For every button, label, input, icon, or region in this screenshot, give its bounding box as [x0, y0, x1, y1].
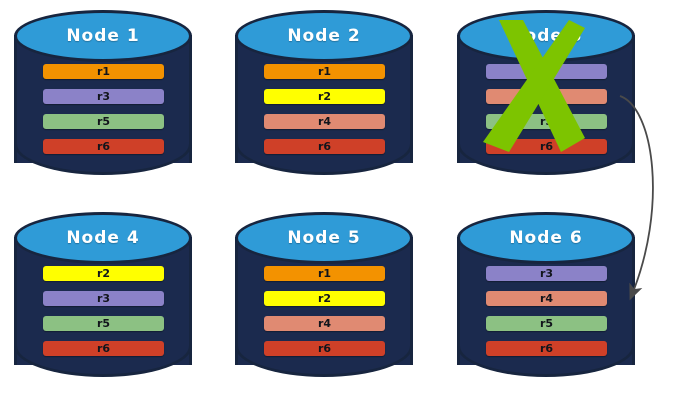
record-bar[interactable]: r4 [264, 316, 385, 331]
record-bar[interactable]: r3 [486, 266, 607, 281]
node-2-records: r1 r2 r4 r6 [235, 60, 413, 178]
record-bar[interactable]: r4 [486, 291, 607, 306]
node-5-title: Node 5 [287, 228, 361, 248]
record-bar[interactable]: r4 [264, 114, 385, 129]
record-bar[interactable]: r6 [486, 139, 607, 154]
cylinder-top-lid: Node 4 [14, 212, 192, 264]
record-bar[interactable]: r3 [486, 64, 607, 79]
record-bar[interactable]: r2 [43, 266, 164, 281]
record-bar[interactable]: r4 [486, 89, 607, 104]
record-bar[interactable]: r1 [264, 266, 385, 281]
record-bar[interactable]: r6 [43, 341, 164, 356]
node-1-records: r1 r3 r5 r6 [14, 60, 192, 178]
node-6-title: Node 6 [509, 228, 583, 248]
node-6-records: r3 r4 r5 r6 [457, 262, 635, 380]
record-bar[interactable]: r5 [43, 114, 164, 129]
node-6[interactable]: Node 6 r3 r4 r5 r6 [457, 212, 635, 390]
record-bar[interactable]: r6 [486, 341, 607, 356]
record-bar[interactable]: r6 [264, 341, 385, 356]
record-bar[interactable]: r5 [486, 316, 607, 331]
record-bar[interactable]: r1 [43, 64, 164, 79]
node-4[interactable]: Node 4 r2 r3 r5 r6 [14, 212, 192, 390]
node-4-title: Node 4 [66, 228, 140, 248]
record-bar[interactable]: r6 [264, 139, 385, 154]
node-3-records: r3 r4 r5 r6 [457, 60, 635, 178]
cylinder-top-lid: Node 6 [457, 212, 635, 264]
record-bar[interactable]: r5 [43, 316, 164, 331]
node-2[interactable]: Node 2 r1 r2 r4 r6 [235, 10, 413, 188]
record-bar[interactable]: r2 [264, 291, 385, 306]
node-5[interactable]: Node 5 r1 r2 r4 r6 [235, 212, 413, 390]
record-bar[interactable]: r3 [43, 291, 164, 306]
record-bar[interactable]: r6 [43, 139, 164, 154]
node-2-title: Node 2 [287, 26, 361, 46]
cylinder-top-lid: Node 5 [235, 212, 413, 264]
node-3-title: Node 3 [509, 26, 583, 46]
cylinder-top-lid: Node 2 [235, 10, 413, 62]
record-bar[interactable]: r2 [264, 89, 385, 104]
node-5-records: r1 r2 r4 r6 [235, 262, 413, 380]
cylinder-top-lid: Node 1 [14, 10, 192, 62]
node-1-title: Node 1 [66, 26, 140, 46]
cylinder-top-lid: Node 3 [457, 10, 635, 62]
node-4-records: r2 r3 r5 r6 [14, 262, 192, 380]
record-bar[interactable]: r1 [264, 64, 385, 79]
node-3[interactable]: Node 3 r3 r4 r5 r6 [457, 10, 635, 188]
record-bar[interactable]: r5 [486, 114, 607, 129]
node-1[interactable]: Node 1 r1 r3 r5 r6 [14, 10, 192, 188]
record-bar[interactable]: r3 [43, 89, 164, 104]
